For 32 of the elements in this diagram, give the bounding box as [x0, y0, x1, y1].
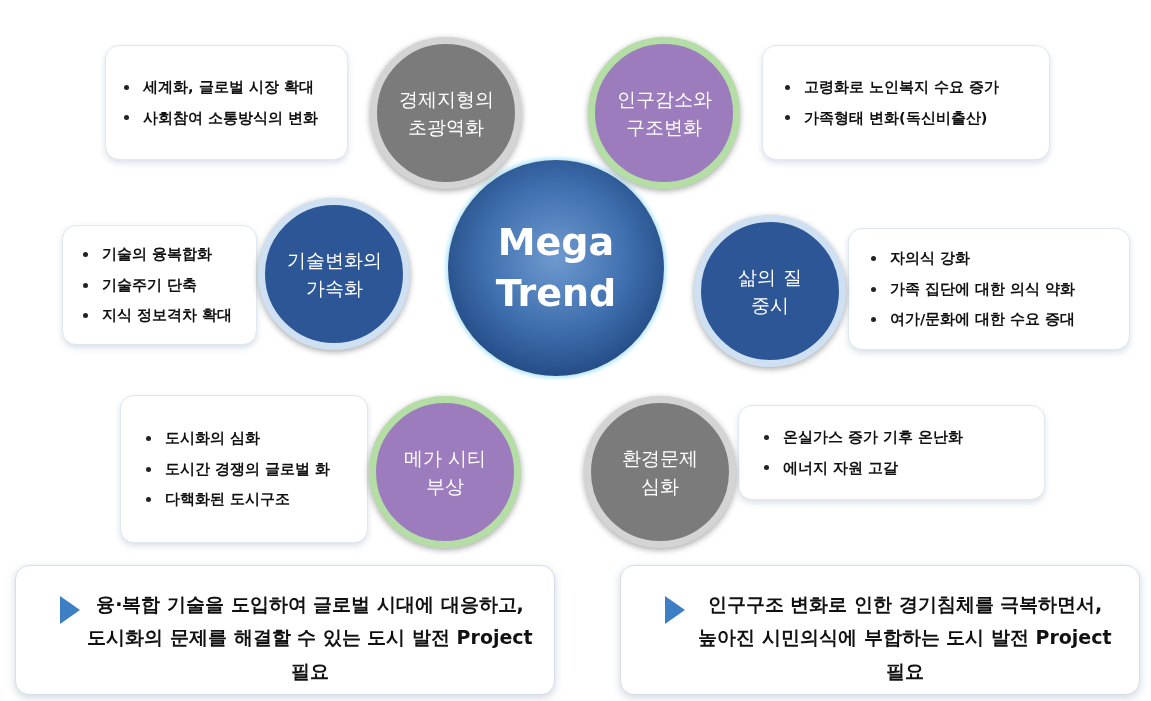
bullet-card [848, 228, 1130, 350]
bullet-item: 자의식 강화 [890, 249, 971, 269]
bullet-card [120, 395, 368, 543]
bullet-card [762, 45, 1050, 160]
conclusion-box [15, 565, 555, 695]
bullet-item: 다핵화된 도시구조 [165, 490, 291, 510]
topic-title: 기술변화의 가속화 [285, 247, 383, 301]
bullet-item: 에너지 자원 고갈 [783, 458, 899, 478]
conclusion-text: 인구구조 변화로 인한 경기침체를 극복하면서, 높아진 시민의식에 부합하는 도시 발전 Project 필요 [697, 592, 1113, 684]
bullet-item: 사회참여 소통방식의 변화 [143, 108, 319, 128]
topic-title: 메가 시티 부상 [402, 445, 487, 499]
hub-title: Mega Trend [494, 218, 618, 317]
bullet-item: 고령화로 노인복지 수요 증가 [804, 78, 1000, 98]
conclusion-text: 융·복합 기술을 도입하여 글로벌 시대에 대응하고, 도시화의 문제를 해결할 수 있는 도시 발전 Project 필요 [86, 592, 534, 684]
bullet-item: 가족 집단에 대한 의식 약화 [890, 279, 1076, 299]
topic-title: 경제지형의 초광역화 [397, 86, 495, 140]
bullet-item: 세계화, 글로벌 시장 확대 [143, 78, 314, 98]
bullet-card [738, 405, 1045, 500]
topic-title: 인구감소와 구조변화 [615, 86, 713, 140]
bullet-card [105, 45, 348, 160]
bullet-item: 온실가스 증가 기후 온난화 [783, 428, 964, 448]
bullet-item: 기술의 융복합화 [102, 245, 213, 265]
topic-title: 환경문제 심화 [621, 445, 699, 499]
bullet-card [62, 225, 257, 345]
bullet-item: 기술주기 단축 [102, 275, 198, 295]
bullet-item: 도시간 경쟁의 글로벌 화 [165, 459, 331, 479]
topic-title: 삶의 질 중시 [737, 264, 803, 318]
conclusion-box [620, 565, 1140, 695]
bullet-item: 여가/문화에 대한 수요 증대 [890, 310, 1076, 330]
bullet-item: 지식 정보격차 확대 [102, 306, 233, 326]
bullet-item: 가족형태 변화(독신비출산) [804, 108, 988, 128]
bullet-item: 도시화의 심화 [165, 429, 261, 449]
